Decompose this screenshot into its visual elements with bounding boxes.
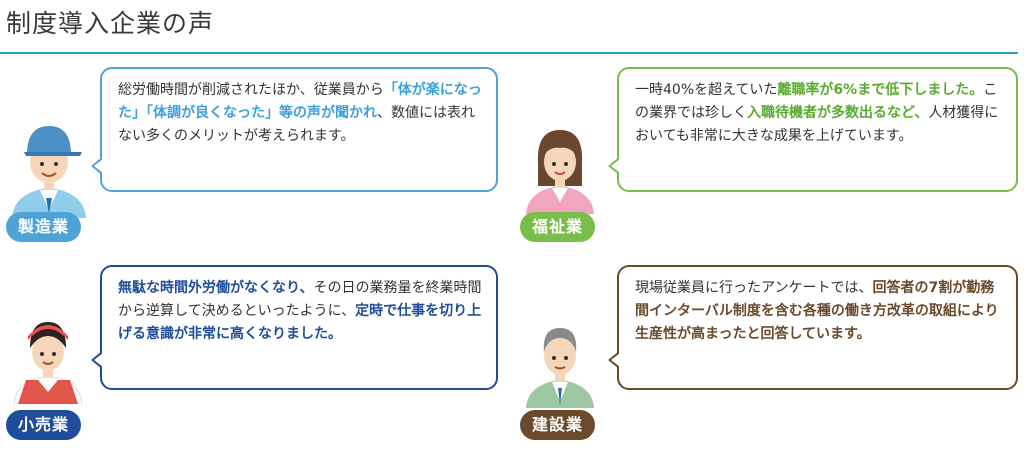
testimonial-bubble-manufacturing: 総労働時間が削減されたほか、従業員から「体が楽になった」「体調が良くなった」等の… bbox=[91, 67, 498, 192]
testimonial-text: 一時40%を超えていた bbox=[635, 82, 778, 98]
testimonial-bubble-welfare: 一時40%を超えていた離職率が6%まで低下しました。この業界では珍しく入職待機者… bbox=[608, 67, 1018, 192]
testimonial-text: 、数値には表れない多くのメリットが考えられます。 bbox=[118, 105, 475, 144]
testimonial-text: その日の業務量を終業時間から逆算して決めるといったように、 bbox=[118, 280, 482, 319]
testimonial-highlight: 「体が楽になった」「体調が良くなった」等の声が聞かれ bbox=[118, 82, 482, 121]
care-worker-avatar bbox=[520, 124, 600, 218]
page-title: 制度導入企業の声 bbox=[6, 9, 215, 38]
industry-badge-manufacturing: 製造業 bbox=[6, 212, 82, 242]
factory-worker-avatar bbox=[4, 118, 94, 222]
testimonial-text: 総労働時間が削減されたほか、従業員から bbox=[118, 82, 384, 98]
testimonial-text: この業界では珍しく bbox=[635, 82, 998, 121]
testimonial-bubble-construction: 現場従業員に行ったアンケートでは、回答者の7割が勤務間インターバル制度を含む各種… bbox=[608, 265, 1018, 390]
testimonial-highlight: 入職待機者が多数出るなど、 bbox=[747, 105, 929, 121]
construction-manager-avatar bbox=[520, 318, 600, 412]
testimonial-text: 現場従業員に行ったアンケートでは、 bbox=[635, 280, 873, 296]
testimonial-bubble-retail: 無駄な時間外労働がなくなり、その日の業務量を終業時間から逆算して決めるといったよ… bbox=[91, 265, 498, 390]
title-divider bbox=[0, 52, 1018, 54]
retail-worker-avatar bbox=[8, 314, 88, 408]
industry-badge-retail: 小売業 bbox=[6, 410, 82, 440]
testimonial-highlight: 無駄な時間外労働がなくなり、 bbox=[118, 280, 314, 296]
testimonial-text: 人材獲得においても非常に大きな成果を上げています。 bbox=[635, 105, 999, 144]
testimonial-highlight: 離職率が6%まで低下しました。 bbox=[777, 82, 984, 98]
testimonial-highlight: 回答者の7割が勤務間インターバル制度を含む各種の働き方改革の取組により生産性が高… bbox=[635, 280, 999, 342]
testimonial-highlight: 定時で仕事を切り上げる意識が非常に高くなりました。 bbox=[118, 303, 482, 342]
industry-badge-welfare: 福祉業 bbox=[520, 212, 596, 242]
industry-badge-construction: 建設業 bbox=[520, 410, 596, 440]
